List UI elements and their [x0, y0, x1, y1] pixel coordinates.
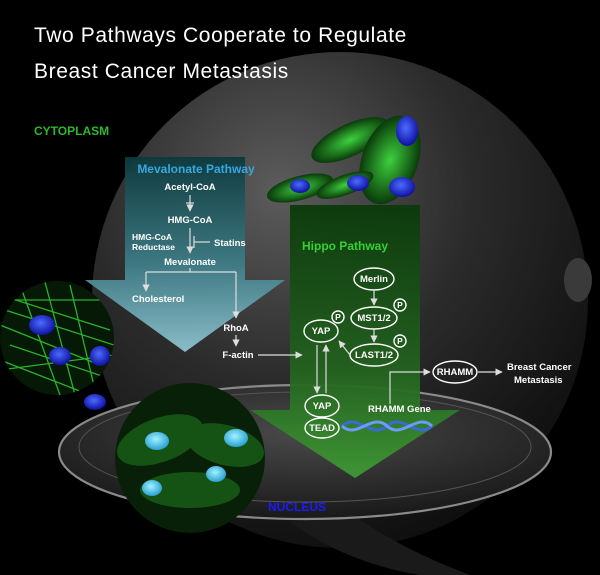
yap-nucleus-node [304, 394, 340, 418]
arrow-gene-to-rhamm [389, 368, 431, 404]
rhamm-label: RHAMM [437, 367, 473, 378]
nucleus-label: NUCLEUS [268, 500, 326, 514]
factin-label: F-actin [222, 350, 253, 361]
outcome-label-1: Breast Cancer [507, 362, 572, 373]
dna-helix [340, 420, 434, 432]
microscopy-cells-left [0, 281, 114, 410]
title-line-2: Breast Cancer Metastasis [34, 60, 289, 83]
reductase-label-2: Reductase [132, 242, 175, 252]
last-phospho [393, 334, 407, 348]
hippo-heading: Hippo Pathway [302, 239, 388, 253]
statins-label: Statins [214, 238, 246, 249]
hmg-coa-label: HMG-CoA [168, 215, 213, 226]
yap-cytoplasm-label: YAP [312, 326, 331, 337]
merlin-label: Merlin [360, 274, 388, 285]
yap-cytoplasm-node [303, 319, 339, 343]
yap-phospho [331, 310, 345, 324]
rhamm-gene-label: RHAMM Gene [368, 404, 431, 415]
mst-phospho [393, 298, 407, 312]
outcome-label-2: Metastasis [514, 375, 563, 386]
reductase-label-1: HMG-CoA [132, 232, 172, 242]
last-phospho-label: P [397, 336, 403, 346]
mevalonate-heading: Mevalonate Pathway [137, 162, 255, 176]
mevalonate-label: Mevalonate [164, 257, 216, 268]
rhoa-label: RhoA [223, 323, 248, 334]
arrow-last-to-yap [338, 340, 351, 356]
rhamm-node [432, 360, 478, 384]
microscopy-nuclei [115, 383, 265, 533]
microscopy-cells-top [267, 115, 421, 205]
mst-label: MST1/2 [357, 313, 390, 324]
tead-node [304, 417, 340, 439]
cytoplasm-label: CYTOPLASM [34, 124, 109, 138]
yap-nucleus-label: YAP [313, 401, 332, 412]
last-label: LAST1/2 [355, 350, 393, 361]
tead-label: TEAD [309, 423, 335, 434]
title-line-1: Two Pathways Cooperate to Regulate [34, 24, 407, 47]
yap-phospho-label: P [335, 312, 341, 322]
hippo-arrow [250, 205, 460, 478]
mst-phospho-label: P [397, 300, 403, 310]
mevalonate-arrow [85, 157, 285, 352]
cholesterol-label: Cholesterol [132, 294, 184, 305]
acetyl-coa-label: Acetyl-CoA [164, 182, 215, 193]
